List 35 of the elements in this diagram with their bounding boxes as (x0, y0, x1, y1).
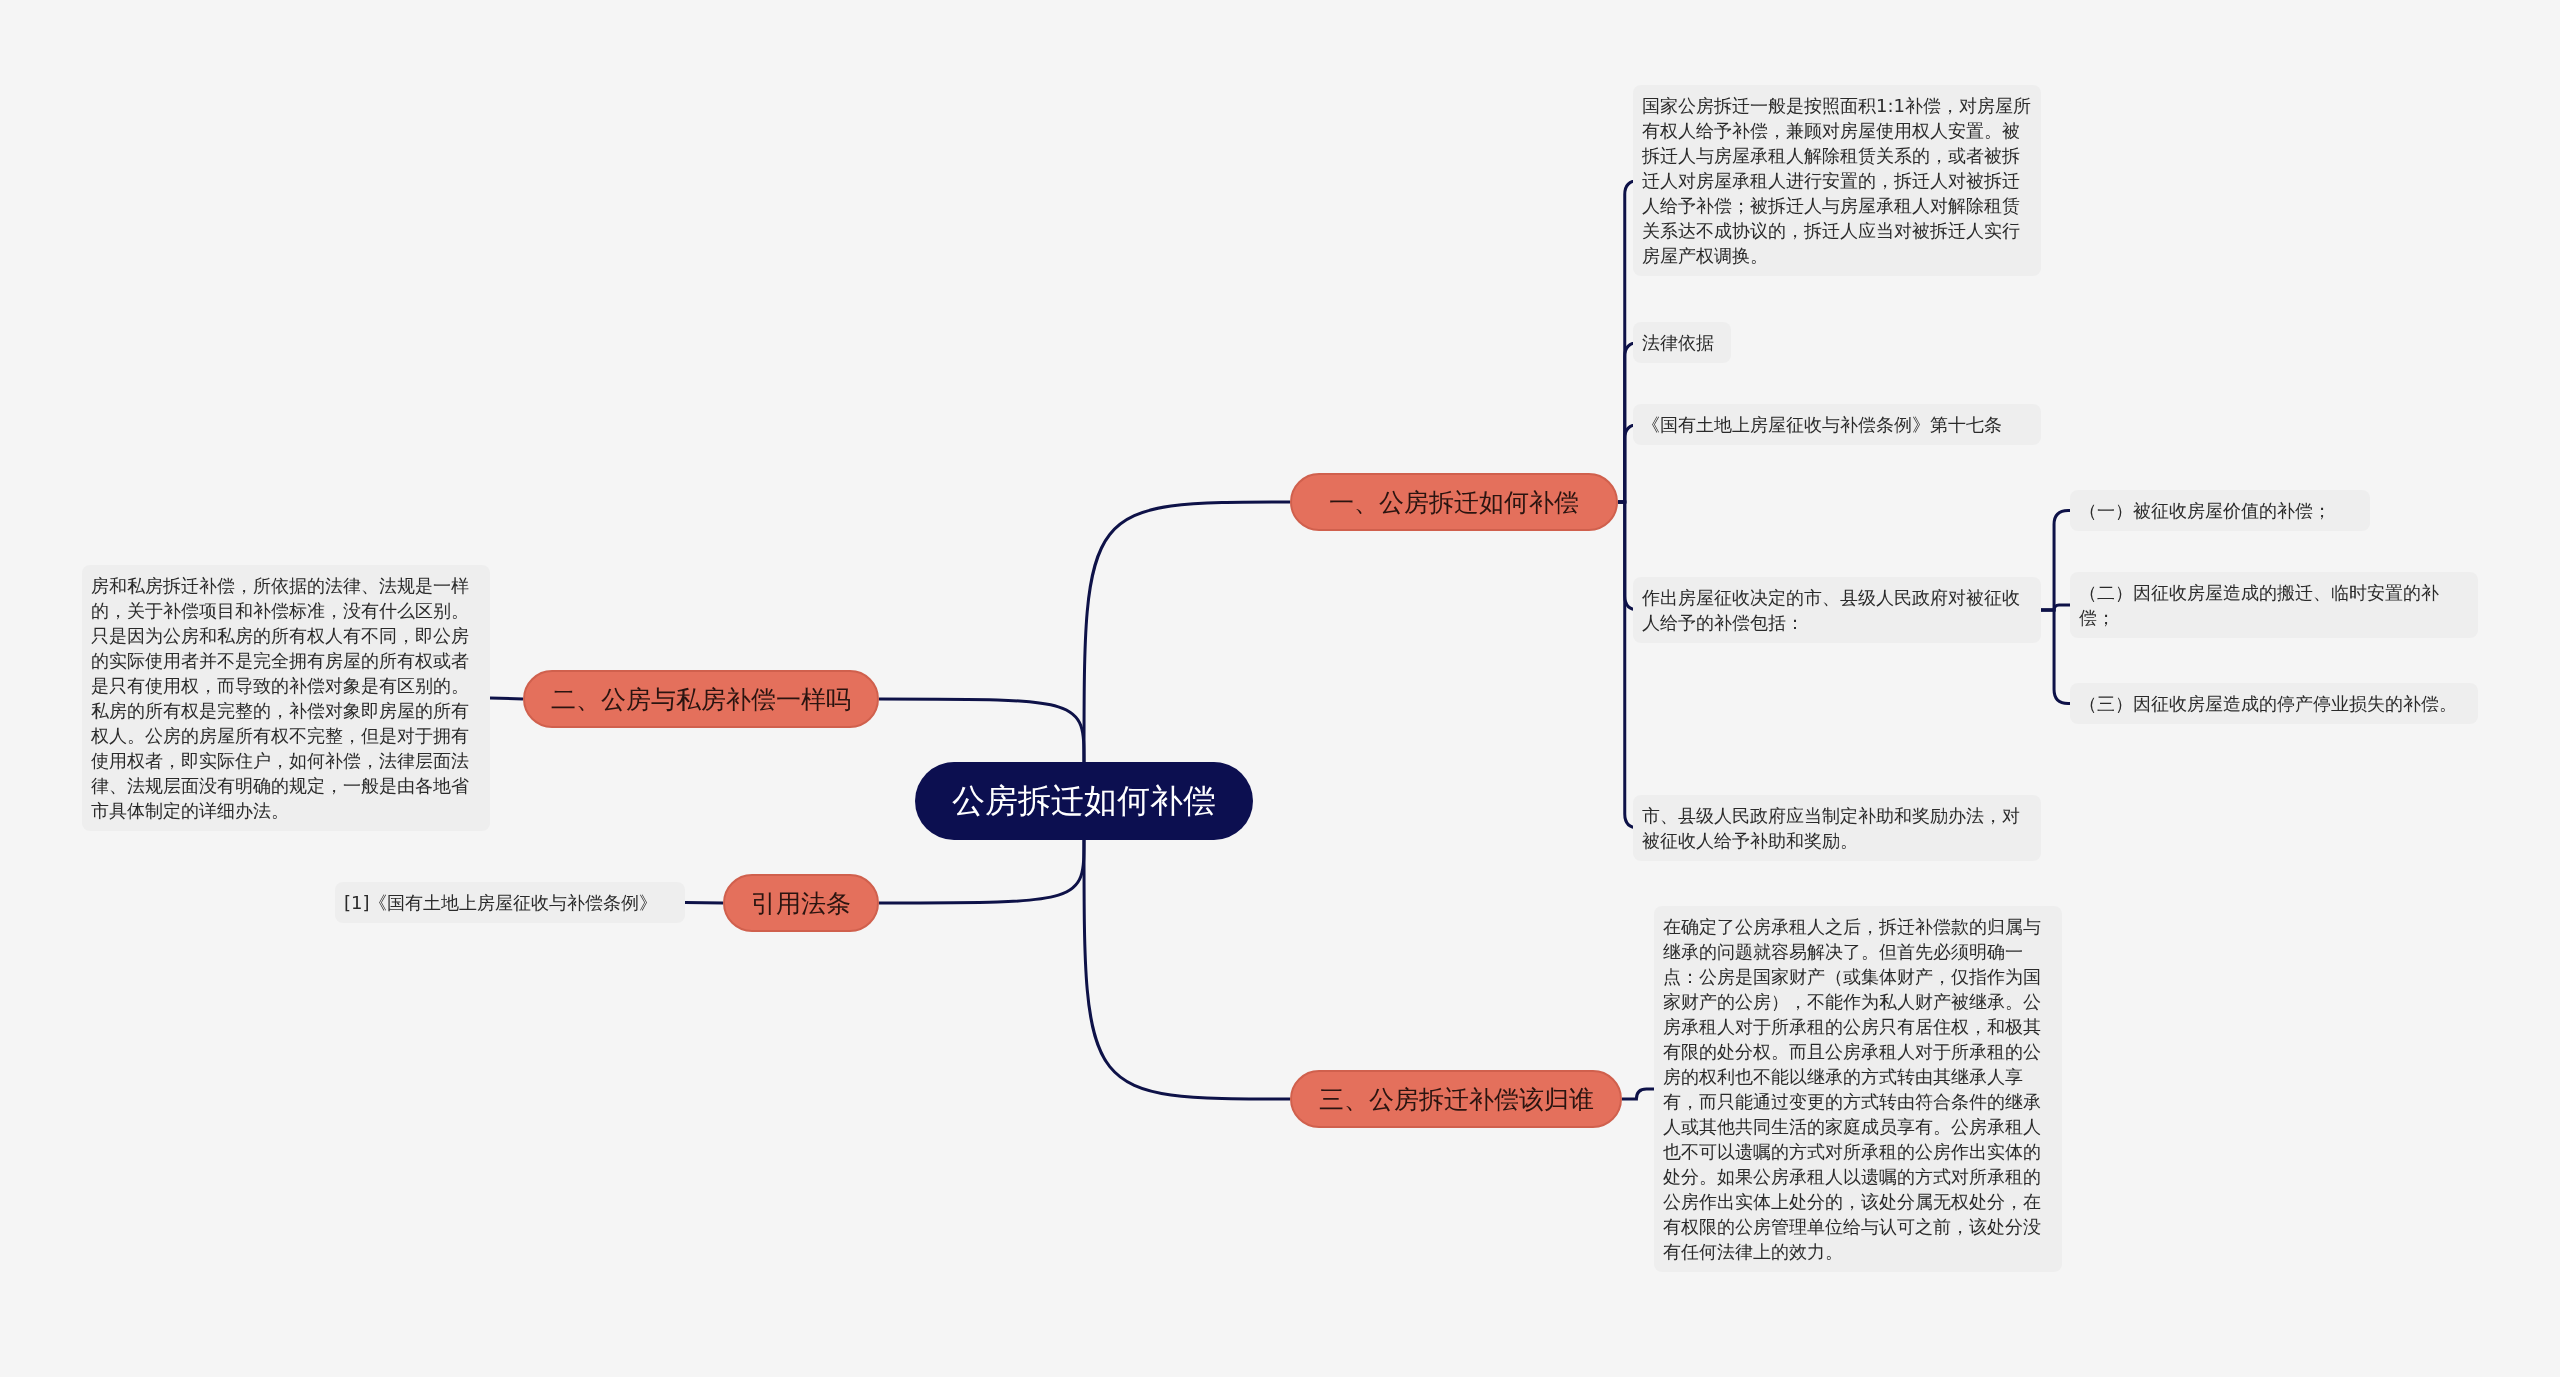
note-text: 法律依据 (1642, 332, 1714, 353)
branch-topic (723, 874, 879, 932)
note-card (1633, 404, 2041, 445)
note-text: 国家公房拆迁一般是按照面积1:1补偿，对房屋所有权人给予补偿，兼顾对房屋使用权人安置。被拆迁人与房屋承租人解除租赁关系的，或者被拆迁人对房屋承租人进行安置的，拆迁人对被拆迁人给予补偿；被拆迁人与房屋承租人对解除租赁关系达不成协议的，拆迁人应当对被拆迁人实行房屋产权调换。 (1642, 95, 2031, 266)
connector-line (1082, 500, 1290, 762)
connector-line (684, 901, 724, 905)
branch-topic (1290, 473, 1618, 531)
note-text: （一）被征收房屋价值的补偿； (2079, 500, 2331, 521)
note-card (2070, 572, 2478, 638)
note-card (1633, 795, 2041, 861)
note-card (2070, 490, 2370, 531)
connector-line (489, 696, 524, 701)
note-text: （二）因征收房屋造成的搬迁、临时安置的补偿； (2079, 582, 2439, 628)
note-text: 作出房屋征收决定的市、县级人民政府对被征收人给予的补偿包括： (1642, 587, 2020, 633)
note-text: 房和私房拆迁补偿，所依据的法律、法规是一样的，关于补偿项目和补偿标准，没有什么区别。只是因为公房和私房的所有权人有不同，即公房的实际使用者并不是完全拥有房屋的所有权或者是只有使用权，而导致的补偿对象是有区别的。私房的所有权是完整的，补偿对象即房屋的所有权人。公房的房屋所有权不完整，但是对于拥有使用权者，即实际住户，如何补偿，法律层面法律、法规层面没有明确的规定，一般是由各地省市具体制定的详细办法。 (91, 575, 469, 821)
connector-line (879, 697, 1086, 762)
note-card (335, 882, 685, 923)
connector-line (1082, 840, 1290, 1101)
topic-title: 公房拆迁如何补偿 (952, 779, 1216, 822)
topic-label: 引用法条 (751, 887, 851, 920)
topic-label: 一、公房拆迁如何补偿 (1329, 486, 1579, 519)
connector-line (879, 840, 1086, 905)
note-card (2070, 683, 2478, 724)
note-text: 在确定了公房承租人之后，拆迁补偿款的归属与继承的问题就容易解决了。但首先必须明确一点：公房是国家财产（或集体财产，仅指作为国家财产的公房），不能作为私人财产被继承。公房承租人对于所承租的公房只有居住权，和极其有限的处分权。而且公房承租人对于所承租的公房的权利也不能以继承的方式转由其继承人享有，而只能通过变更的方式转由符合条件的继承人或其他共同生活的家庭成员享有。公房承租人也不可以遗嘱的方式对所承租的公房作出实体的处分。如果公房承租人以遗嘱的方式对所承租的公房作出实体上处分的，该处分属无权处分，在有权限的公房管理单位给与认可之前，该处分没有任何法律上的效力。 (1663, 916, 2041, 1262)
note-text: （三）因征收房屋造成的停产停业损失的补偿。 (2079, 693, 2457, 714)
note-text: [1]《国有土地上房屋征收与补偿条例》 (344, 892, 658, 913)
connector-line (1622, 1087, 1654, 1101)
note-card (1633, 577, 2041, 643)
note-card (1633, 322, 1731, 363)
topic-label: 二、公房与私房补偿一样吗 (551, 683, 851, 716)
note-text: 市、县级人民政府应当制定补助和奖励办法，对被征收人给予补助和奖励。 (1642, 805, 2020, 851)
topic-label: 三、公房拆迁补偿该归谁 (1318, 1083, 1594, 1116)
branch-topic (1290, 1070, 1622, 1128)
branch-topic (523, 670, 879, 728)
note-text: 《国有土地上房屋征收与补偿条例》第十七条 (1642, 414, 2002, 435)
